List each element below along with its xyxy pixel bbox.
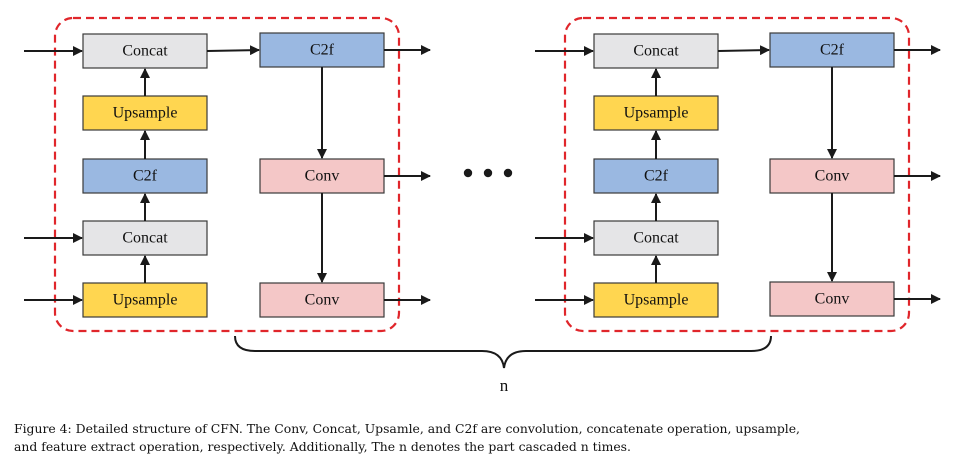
module-2: Concat Upsample C2f Concat Upsample C2f … [535, 16, 941, 333]
flow-arrow [206, 45, 260, 56]
conv-block: Conv [259, 282, 385, 318]
concat-block: Concat [82, 33, 208, 69]
caption-line-2: and feature extract operation, respectiv… [14, 439, 631, 454]
ellipsis-dots [463, 168, 513, 178]
c2f-block: C2f [769, 32, 895, 68]
block-label: Upsample [113, 292, 178, 309]
block-label: Concat [633, 43, 679, 60]
concat-block: Concat [593, 33, 719, 69]
conv-block: Conv [769, 281, 895, 317]
block-label: Concat [122, 43, 168, 60]
module-2-dashed-border [563, 16, 911, 333]
caption-line-1: Figure 4: Detailed structure of CFN. The… [14, 421, 800, 436]
c2f-block: C2f [259, 32, 385, 68]
c2f-block: C2f [82, 158, 208, 194]
block-label: Concat [122, 230, 168, 247]
module-1-dashed-border [53, 16, 401, 333]
block-label: C2f [820, 42, 845, 59]
upsample-block: Upsample [593, 282, 719, 318]
block-label: Conv [305, 168, 340, 185]
block-label: Concat [633, 230, 679, 247]
upsample-block: Upsample [593, 95, 719, 131]
conv-block: Conv [769, 158, 895, 194]
block-label: Conv [815, 291, 850, 308]
figure-caption: Figure 4: Detailed structure of CFN. The… [14, 420, 949, 456]
concat-block: Concat [593, 220, 719, 256]
conv-block: Conv [259, 158, 385, 194]
block-label: C2f [644, 168, 669, 185]
upsample-block: Upsample [82, 282, 208, 318]
concat-block: Concat [82, 220, 208, 256]
block-label: C2f [133, 168, 158, 185]
upsample-block: Upsample [82, 95, 208, 131]
block-label: Upsample [624, 292, 689, 309]
block-label: Conv [815, 168, 850, 185]
brace-label: n [500, 376, 509, 395]
block-label: Upsample [113, 105, 178, 122]
block-label: Upsample [624, 105, 689, 122]
c2f-block: C2f [593, 158, 719, 194]
curly-brace [234, 335, 772, 369]
module-1: Concat Upsample C2f Concat Upsample C2f … [24, 16, 431, 333]
block-label: Conv [305, 292, 340, 309]
block-label: C2f [310, 42, 335, 59]
flow-arrow [717, 45, 770, 56]
